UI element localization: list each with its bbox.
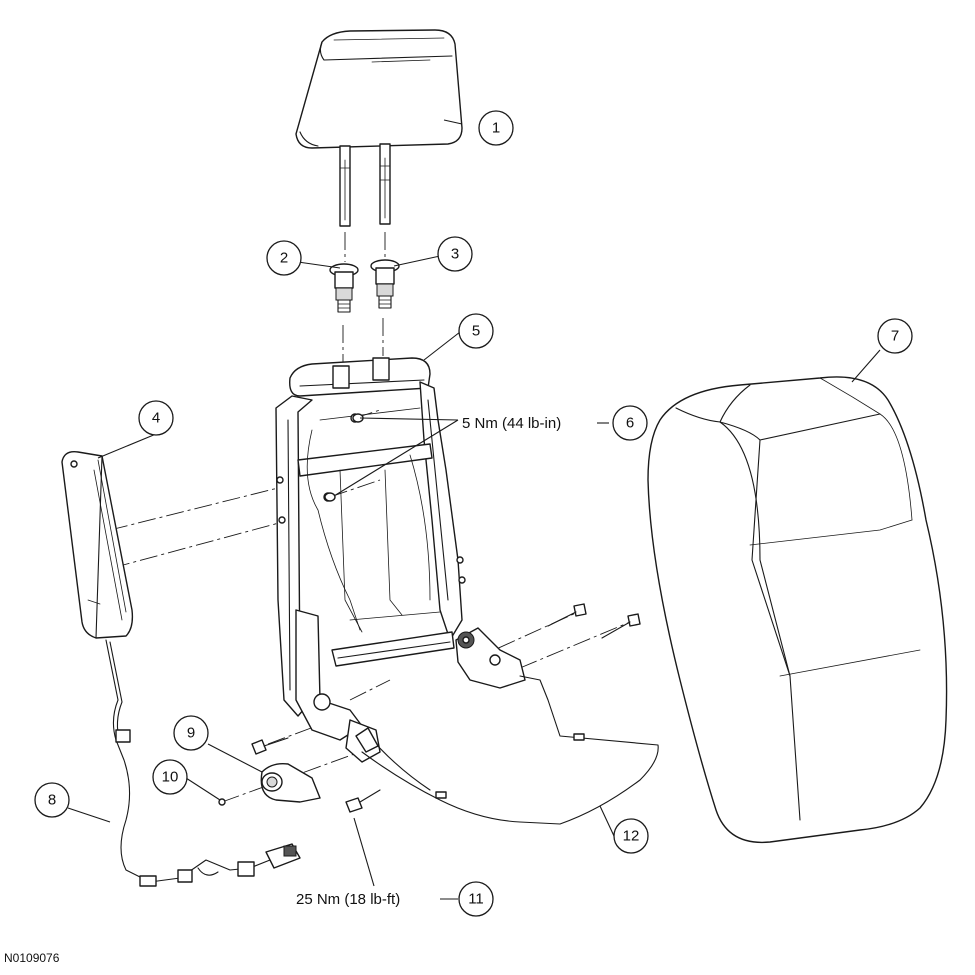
svg-text:1: 1: [492, 120, 500, 137]
torque-label-bolt-11: 25 Nm (18 lb-ft): [296, 891, 400, 908]
callout-12: 12: [613, 818, 649, 854]
svg-text:7: 7: [891, 328, 899, 345]
callout-10: 10: [152, 759, 188, 795]
svg-text:8: 8: [48, 792, 56, 809]
svg-text:4: 4: [152, 410, 160, 427]
leader-lines: [67, 119, 881, 900]
figure-id: N0109076: [4, 951, 60, 965]
seat-back-cushion: [647, 376, 948, 844]
torque-label-bolt-6: 5 Nm (44 lb-in): [462, 415, 561, 432]
svg-text:3: 3: [451, 246, 459, 263]
callout-9: 9: [173, 715, 209, 751]
callout-4: 4: [138, 400, 174, 436]
side-trim-panel: [61, 451, 134, 639]
handle-screw: [218, 798, 226, 806]
seat-back-frame: [275, 357, 526, 763]
svg-text:5: 5: [472, 323, 480, 340]
callout-2: 2: [266, 240, 302, 276]
svg-text:12: 12: [623, 828, 640, 845]
svg-text:11: 11: [468, 891, 484, 908]
svg-text:6: 6: [626, 415, 634, 432]
callout-3: 3: [437, 236, 473, 272]
svg-text:2: 2: [280, 250, 288, 267]
svg-text:10: 10: [162, 769, 179, 786]
callout-8: 8: [34, 782, 70, 818]
callout-1: 1: [478, 110, 514, 146]
callout-11: 11: [458, 881, 494, 917]
recliner-handle: [260, 762, 321, 803]
headrest: [295, 29, 463, 227]
callout-5: 5: [458, 313, 494, 349]
wiring-harness: [105, 639, 301, 887]
svg-text:9: 9: [187, 725, 195, 742]
callout-6: 6: [612, 405, 648, 441]
recliner-bolts: [251, 603, 641, 813]
headrest-guide-sleeve-left: [329, 263, 359, 313]
recliner-cable: [355, 675, 659, 825]
headrest-guide-sleeve-right: [370, 259, 400, 309]
callout-7: 7: [877, 318, 913, 354]
